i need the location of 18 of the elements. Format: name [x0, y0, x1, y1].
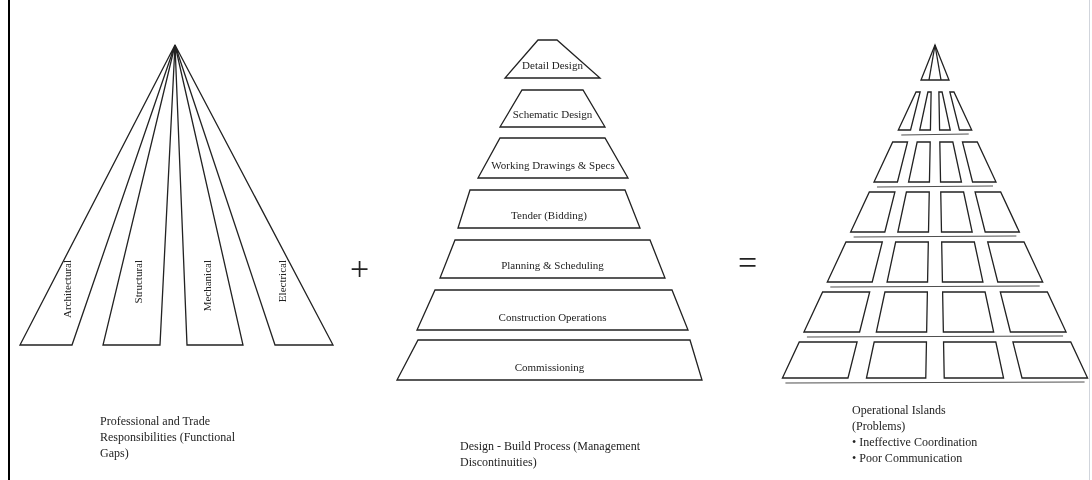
layer-label: Working Drawings & Specs	[491, 160, 615, 171]
operator-sign: =	[738, 246, 758, 280]
wedge-label: Architectural	[61, 260, 73, 319]
caption-text: Professional and Trade Responsibilities (Functional Gaps)	[100, 413, 236, 461]
caption-text: Operational Islands (Problems)	[852, 402, 947, 434]
layer-label: Planning & Scheduling	[501, 260, 604, 271]
wedge-label: Mechanical	[202, 260, 214, 312]
layer-label: Commissioning	[514, 362, 585, 373]
bullet-item: • Poor Communication	[852, 450, 964, 466]
caption-text: Design - Build Process (Management Discontinuities)	[460, 438, 641, 470]
layer-label: Detail Design	[522, 60, 583, 71]
wedge-label: Electrical	[276, 260, 288, 303]
layer-label: Tender (Bidding)	[511, 210, 587, 221]
layer-label: Schematic Design	[512, 109, 593, 120]
bullet-item: • Ineffective Coordination	[852, 434, 979, 450]
wedge-label: Structural	[132, 260, 144, 304]
operator-sign: +	[350, 252, 370, 286]
layer-label: Construction Operations	[498, 312, 607, 323]
